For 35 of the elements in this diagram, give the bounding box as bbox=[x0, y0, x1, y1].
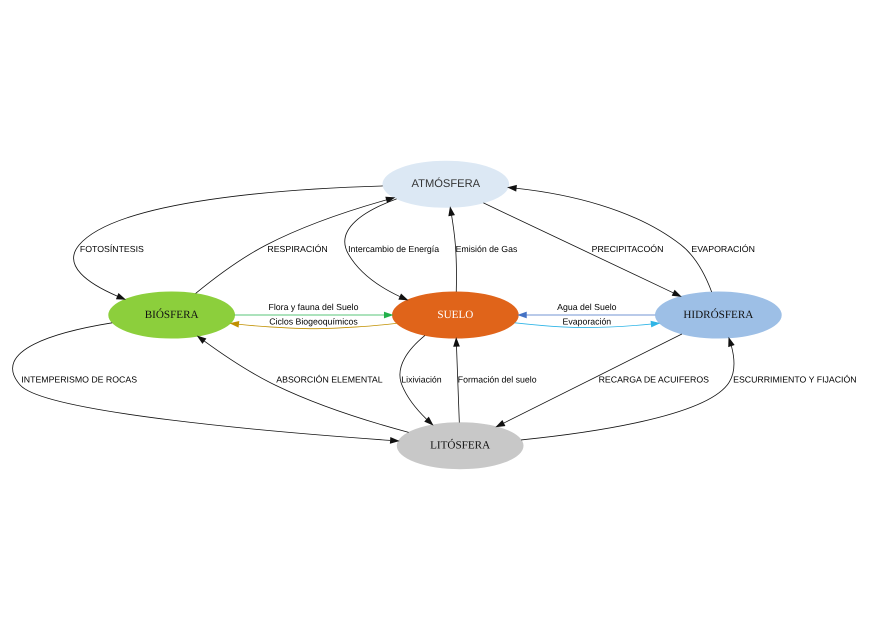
arrow bbox=[12, 322, 400, 444]
arrow bbox=[73, 185, 384, 300]
arrow bbox=[234, 311, 394, 318]
arrow bbox=[400, 334, 434, 426]
edge-label: Intercambio de Energía bbox=[348, 243, 440, 254]
arrow bbox=[196, 334, 410, 432]
node-ellipse: HIDRÓSFERA bbox=[655, 291, 782, 338]
arrow bbox=[514, 320, 660, 328]
edge-label: Formación del suelo bbox=[458, 374, 537, 384]
arrow bbox=[495, 333, 682, 427]
edge-label: FOTOSÍNTESIS bbox=[80, 243, 144, 254]
edge-label: RESPIRACIÓN bbox=[267, 243, 328, 254]
edge-label: ESCURRIMIENTO Y FIJACIÓN bbox=[733, 374, 857, 384]
arrow bbox=[520, 336, 735, 440]
arrow bbox=[229, 320, 397, 329]
arrow bbox=[195, 196, 396, 294]
edge-label: EVAPORACIÓN bbox=[691, 243, 755, 254]
arrow bbox=[517, 311, 656, 318]
edge-label: PRECIPITACOÓN bbox=[592, 243, 664, 254]
node-ellipse: ATMÓSFERA bbox=[382, 160, 510, 208]
edge-label: Lixiviación bbox=[401, 374, 442, 384]
node-ellipse: LITÓSFERA bbox=[396, 422, 524, 469]
arrow bbox=[453, 336, 460, 422]
edge-label: Agua del Suelo bbox=[557, 302, 617, 312]
edge-label: RECARGA DE ACUIFEROS bbox=[598, 374, 709, 384]
edge-label: INTEMPERISMO DE ROCAS bbox=[21, 374, 138, 384]
edge-label: Evaporación bbox=[562, 316, 612, 326]
edge-label: Flora y fauna del Suelo bbox=[268, 302, 359, 312]
arrow bbox=[448, 206, 457, 292]
arrow bbox=[507, 184, 712, 292]
edge-label: ABSORCIÓN ELEMENTAL bbox=[276, 374, 383, 384]
edge-label: Ciclos Biogeoquímicos bbox=[269, 316, 358, 326]
edge-label: Emisión de Gas bbox=[456, 243, 518, 254]
arrow bbox=[344, 198, 408, 300]
arrow bbox=[483, 202, 682, 296]
